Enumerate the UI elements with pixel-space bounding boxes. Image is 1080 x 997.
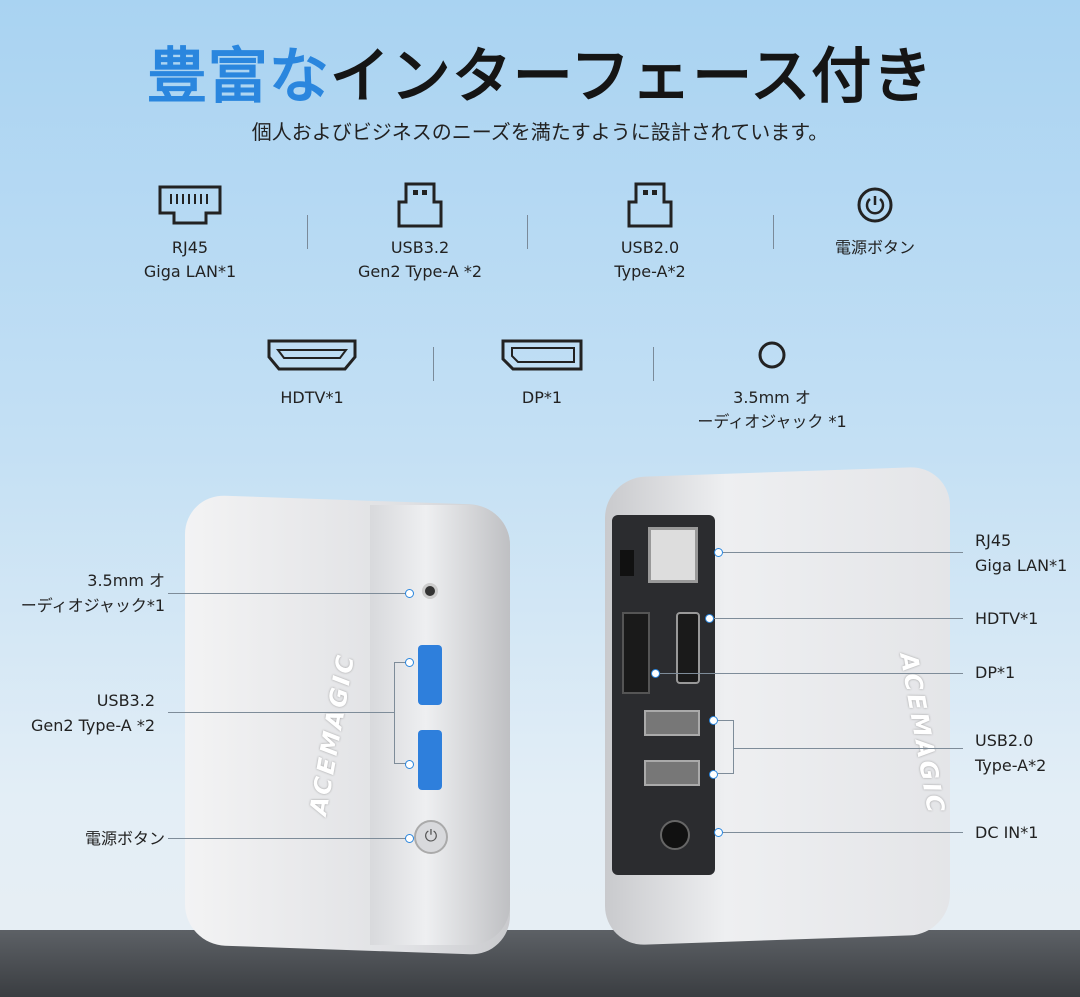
lock-slot	[620, 550, 634, 576]
audio-jack-icon	[662, 330, 882, 380]
leader-line	[714, 618, 963, 619]
label-hdtv: HDTV*1	[975, 609, 1039, 628]
power-button[interactable]: ⏻	[414, 820, 448, 854]
marker-dot	[405, 834, 414, 843]
table-surface	[0, 930, 1080, 997]
usb-port[interactable]	[418, 645, 442, 705]
marker-dot	[714, 548, 723, 557]
bracket	[394, 662, 406, 764]
label-power: 電源ボタン	[84, 829, 165, 848]
feature-dp: DP*1	[432, 330, 652, 410]
label-dc-in: DC IN*1	[975, 823, 1039, 842]
usb-port-icon	[540, 180, 760, 230]
marker-dot	[405, 658, 414, 667]
displayport-icon	[432, 330, 652, 380]
displayport[interactable]	[622, 612, 650, 694]
hdmi-port[interactable]	[676, 612, 700, 684]
subtitle: 個人およびビジネスのニーズを満たすように設計されています。	[251, 120, 829, 144]
leader-line	[723, 832, 963, 833]
feature-power: 電源ボタン	[765, 180, 985, 260]
left-pc-front-panel	[370, 505, 510, 945]
usb-port-icon	[310, 180, 530, 230]
marker-dot	[709, 770, 718, 779]
marker-dot	[714, 828, 723, 837]
leader-line	[168, 838, 408, 839]
audio-jack[interactable]	[422, 583, 438, 599]
marker-dot	[405, 589, 414, 598]
feature-audio: 3.5mm オーディオジャック *1	[662, 330, 882, 434]
label-dp: DP*1	[975, 663, 1016, 682]
power-button-icon	[765, 180, 985, 230]
hdmi-port-icon	[202, 330, 422, 380]
marker-dot	[651, 669, 660, 678]
divider	[433, 347, 434, 381]
marker-dot	[705, 614, 714, 623]
usb-port[interactable]	[644, 760, 700, 786]
leader-line	[168, 593, 408, 594]
divider	[773, 215, 774, 249]
ethernet-port[interactable]	[648, 527, 698, 583]
divider	[653, 347, 654, 381]
feature-hdmi: HDTV*1	[202, 330, 422, 410]
divider	[307, 215, 308, 249]
dc-in-port[interactable]	[660, 820, 690, 850]
leader-line	[168, 712, 394, 713]
leader-line	[734, 748, 963, 749]
leader-line	[723, 552, 963, 553]
usb-port[interactable]	[418, 730, 442, 790]
ethernet-port-icon	[80, 180, 300, 230]
marker-dot	[405, 760, 414, 769]
label-audio: 3.5mm オーディオジャック*1	[20, 571, 165, 615]
divider	[527, 215, 528, 249]
marker-dot	[709, 716, 718, 725]
usb-port[interactable]	[644, 710, 700, 736]
page-title: 豊富なインターフェース付き	[146, 42, 934, 112]
bracket	[718, 720, 734, 774]
leader-line	[660, 673, 963, 674]
